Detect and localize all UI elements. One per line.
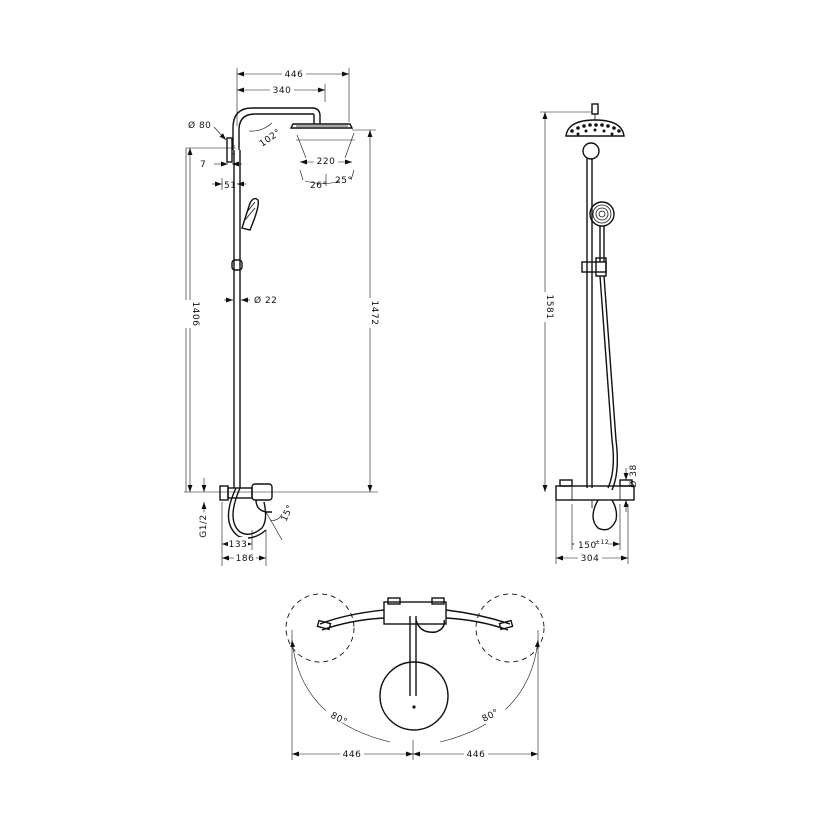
dim-spout-angle: 15° [280,503,296,523]
dim-reach-left: 446 [343,750,362,760]
dim-mixer-width: 304 [581,554,600,564]
dim-arm-width: 340 [273,86,292,96]
dim-wall-offset-7: 7 [200,160,206,170]
dim-centers: 150 [578,541,597,551]
dim-flange-diameter: Ø 80 [188,120,211,131]
dim-side-total-height: 1581 [544,295,554,320]
dim-head-diameter: 220 [317,157,336,167]
dim-total-height: 1472 [369,301,379,326]
shower-head-nozzles [570,123,621,136]
top-view: 80° 80° 446 446 [285,593,545,760]
front-view: 446 340 102° 220 26° 25° Ø 80 7 [182,66,379,566]
dim-overall-width: 446 [285,70,304,80]
dim-spout-133: 133 [229,540,248,550]
dim-riser-height: 1406 [190,302,200,327]
dim-reach-right: 446 [467,750,486,760]
side-view: 1581 Ø 38 150 ±12 304 [538,103,639,564]
dim-mixer-diameter: Ø 38 [628,464,639,487]
dim-head-angle: 102° [258,128,283,150]
dim-thread: G1/2 [199,514,209,537]
dim-head-tilt-right: 25° [335,176,352,186]
dim-pipe-diameter: Ø 22 [254,295,277,306]
dim-centers-tolerance: ±12 [595,539,609,546]
dim-spout-186: 186 [236,554,255,564]
dim-head-tilt-left: 26° [310,181,327,191]
dim-wall-offset-51: 51 [224,181,236,191]
